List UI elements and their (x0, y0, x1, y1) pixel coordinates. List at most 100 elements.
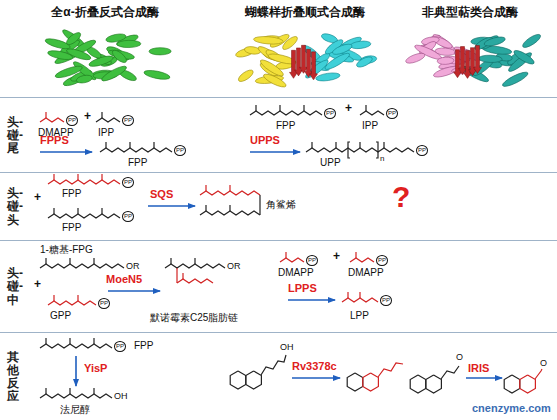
methyl-branch (45, 258, 46, 264)
methyl-branch (359, 292, 360, 298)
pyrophosphate-tag: PP (324, 108, 336, 119)
methyl-branch (229, 185, 230, 191)
methyl-branch (285, 252, 286, 258)
carbon-chain (177, 279, 213, 283)
carbon-chain (306, 148, 414, 152)
carbon-chain (96, 118, 120, 122)
helix-shape (331, 42, 353, 56)
group-symbol: O (540, 358, 547, 368)
compound-name: UPP (320, 157, 341, 169)
methyl-branch (182, 273, 183, 279)
compound-name: LPP (350, 310, 369, 322)
carbon-chain (40, 118, 64, 122)
watermark: cnenzyme.com (472, 402, 551, 415)
reaction-arrow (466, 377, 502, 379)
enzyme-name: FPPS (40, 134, 69, 147)
molecule-skeleton (48, 208, 120, 218)
methyl-branch (170, 258, 171, 264)
carbon-chain (360, 111, 384, 115)
methyl-branch (105, 142, 106, 148)
helix-shape (350, 40, 372, 50)
helix-shape (437, 57, 454, 65)
compound-name: DMAPP (278, 267, 314, 279)
molecule-skeleton (350, 252, 374, 262)
row-label: 头-碰-尾 (7, 116, 19, 156)
molecule-skeleton (40, 338, 112, 348)
compound-name: IPP (98, 127, 114, 139)
methyl-branch (311, 142, 312, 148)
methyl-branch (45, 388, 46, 394)
helix-shape (253, 36, 283, 45)
reaction-arrow (148, 205, 195, 207)
helix-shape (65, 31, 83, 47)
methyl-branch (69, 258, 70, 264)
compound-name: 角鲨烯 (266, 199, 296, 211)
plus-sign: + (34, 278, 41, 292)
compound-name: FPP (128, 157, 147, 169)
pyrophosphate-tag: PP (122, 211, 134, 222)
enzyme-name: IRIS (468, 362, 489, 375)
row-label: 头-碰-中 (7, 267, 19, 307)
carbon-chain (350, 258, 374, 262)
molecule-skeleton (40, 258, 124, 268)
helix-shape (100, 64, 128, 84)
pyrophosphate-tag: PP (416, 145, 428, 156)
molecule-skeleton (100, 142, 172, 152)
methyl-branch (255, 105, 256, 111)
helix-shape (521, 32, 542, 50)
bond-line (348, 142, 350, 158)
molecule-skeleton (306, 142, 414, 152)
protein-structure (235, 32, 300, 89)
reaction-arrow (108, 290, 160, 292)
reaction-arrows (40, 152, 502, 386)
column-heading: 蝴蝶样折叠顺式合成酶 (245, 6, 365, 20)
helix-shape (65, 47, 92, 62)
molecule-skeleton (165, 258, 225, 268)
methyl-branch (303, 105, 304, 111)
group-symbol: OH (114, 391, 128, 401)
ring-shape (230, 371, 246, 389)
carbon-chain (48, 214, 120, 218)
reaction-arrow (288, 299, 335, 301)
bond-line (261, 355, 286, 375)
group-symbol: OH (280, 342, 294, 352)
molecule-skeleton (250, 105, 322, 115)
group-symbol: O (456, 352, 463, 362)
row-label: 其他反应 (7, 351, 19, 404)
compound-name: 默诺霉素C25脂肪链 (150, 312, 238, 324)
bond-line (176, 268, 177, 283)
bond-line (376, 142, 378, 158)
bond-line (378, 363, 403, 377)
methyl-branch (365, 105, 366, 111)
ring-shape (363, 373, 379, 391)
helix-shape (512, 48, 536, 66)
enzyme-name: Rv3378c (292, 360, 337, 373)
methyl-branch (69, 338, 70, 344)
carbon-chain (48, 180, 120, 184)
pyrophosphate-tag: PP (114, 341, 126, 352)
beta-strands (454, 46, 482, 79)
methyl-branch (53, 208, 54, 214)
helix-shape (479, 55, 503, 63)
helix-shape (76, 74, 93, 84)
bond-line (259, 195, 260, 215)
reaction-arrow (75, 356, 77, 386)
methyl-branch (335, 142, 336, 148)
methyl-branch (359, 142, 360, 148)
helix-shape (117, 40, 141, 48)
strand-arrow (474, 46, 482, 74)
plus-sign: + (345, 102, 352, 116)
pyrophosphate-tag: PP (376, 255, 388, 266)
pyrophosphate-tag: PP (66, 115, 78, 126)
enzyme-name: MoeN5 (106, 273, 142, 286)
helix-shape (405, 51, 427, 65)
group-symbol: OR (126, 261, 140, 271)
protein-structure (460, 32, 542, 89)
molecule-skeleton (177, 273, 213, 283)
methyl-branch (205, 205, 206, 211)
methyl-branch (77, 295, 78, 301)
pyrophosphate-tag: PP (98, 298, 110, 309)
enzyme-name: LPPS (288, 282, 317, 295)
bond-line (441, 366, 459, 379)
unknown-mark: ? (392, 180, 410, 215)
